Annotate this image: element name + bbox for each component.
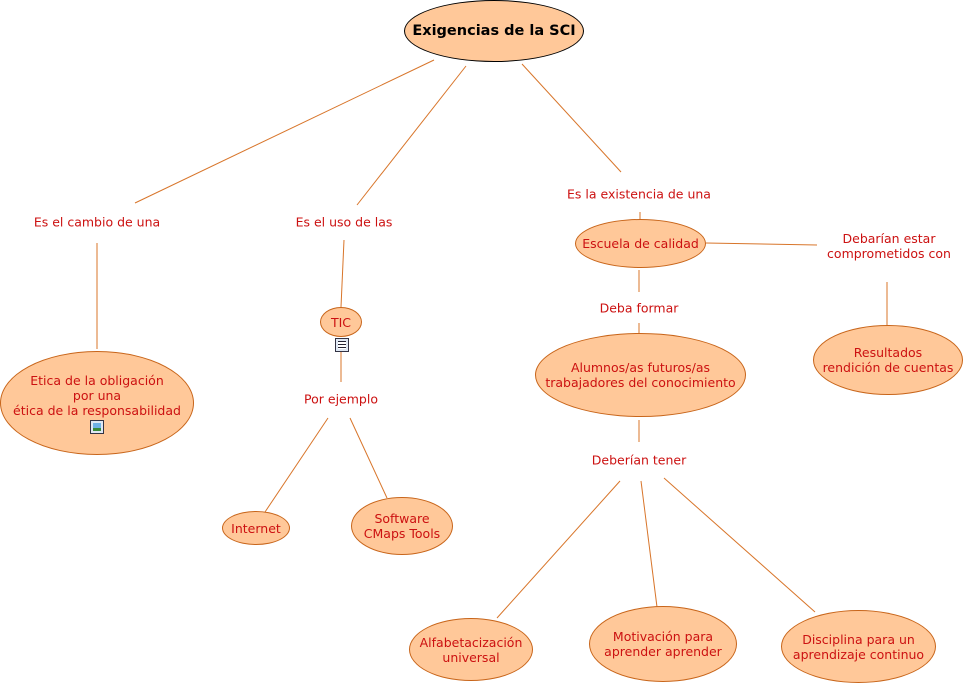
link-escuela-comprometidos xyxy=(705,242,818,246)
disc-line-2: aprendizaje continuo xyxy=(792,646,925,662)
resultados-line-2: rendición de cuentas xyxy=(822,360,954,375)
node-alumnos[interactable]: Alumnos/as futuros/as trabajadores del c… xyxy=(535,333,746,417)
motiv-line-2: aprender aprender xyxy=(604,644,722,659)
etica-line-3: ética de la responsabilidad xyxy=(13,402,181,418)
node-etica[interactable]: Etica de la obligación por una ética de … xyxy=(0,351,194,455)
alfabet-line-2: universal xyxy=(442,649,500,665)
node-motivacion[interactable]: Motivación para aprender aprender xyxy=(589,606,737,682)
node-internet[interactable]: Internet xyxy=(222,511,290,545)
resultados-line-1: Resultados xyxy=(853,345,923,360)
link-label-tener: Deberían tener xyxy=(589,452,689,468)
comprometidos-line-2: comprometidos con xyxy=(827,246,951,261)
software-line-2: CMaps Tools xyxy=(363,526,441,541)
alfabet-line-1: Alfabetacización xyxy=(419,634,523,650)
node-software[interactable]: Software CMaps Tools xyxy=(351,497,453,555)
link-root-cambio xyxy=(134,59,435,204)
link-label-formar: Deba formar xyxy=(597,300,681,316)
link-root-existencia xyxy=(521,63,622,173)
link-label-cambio: Es el cambio de una xyxy=(31,214,163,230)
internet-label: Internet xyxy=(231,520,281,536)
etica-line-2: por una xyxy=(72,387,122,403)
motiv-line-1: Motivación para xyxy=(612,629,714,644)
node-escuela[interactable]: Escuela de calidad xyxy=(575,219,706,268)
root-node[interactable]: Exigencias de la SCI xyxy=(404,0,584,62)
disc-line-1: Disciplina para un xyxy=(802,631,915,647)
document-resource-icon[interactable] xyxy=(335,338,349,352)
software-line-1: Software xyxy=(374,511,430,526)
link-tener-disc xyxy=(663,477,816,613)
link-ejemplo-internet xyxy=(264,417,329,513)
link-label-uso: Es el uso de las xyxy=(293,214,395,230)
node-tic[interactable]: TIC xyxy=(320,307,362,352)
link-root-uso xyxy=(356,65,467,206)
link-label-existencia: Es la existencia de una xyxy=(565,186,713,202)
link-uso-tic xyxy=(340,239,345,308)
link-label-ejemplo: Por ejemplo xyxy=(302,391,380,407)
node-disciplina[interactable]: Disciplina para un aprendizaje continuo xyxy=(781,610,936,683)
image-resource-icon[interactable] xyxy=(90,419,104,434)
node-resultados[interactable]: Resultados rendición de cuentas xyxy=(813,325,963,395)
link-ejemplo-software xyxy=(349,417,388,499)
alumnos-line-1: Alumnos/as futuros/as xyxy=(570,360,711,375)
escuela-label: Escuela de calidad xyxy=(582,236,699,251)
root-title: Exigencias de la SCI xyxy=(412,22,576,39)
link-label-comprometidos: Debarían estar comprometidos con xyxy=(825,231,953,261)
comprometidos-line-1: Debarían estar xyxy=(842,231,936,246)
etica-line-1: Etica de la obligación xyxy=(30,372,164,388)
alumnos-line-2: trabajadores del conocimiento xyxy=(545,375,736,390)
node-alfabetizacion[interactable]: Alfabetacización universal xyxy=(409,618,533,681)
link-tener-alfabet xyxy=(496,480,621,619)
tic-label: TIC xyxy=(330,314,352,330)
link-tener-motiv xyxy=(640,480,658,608)
